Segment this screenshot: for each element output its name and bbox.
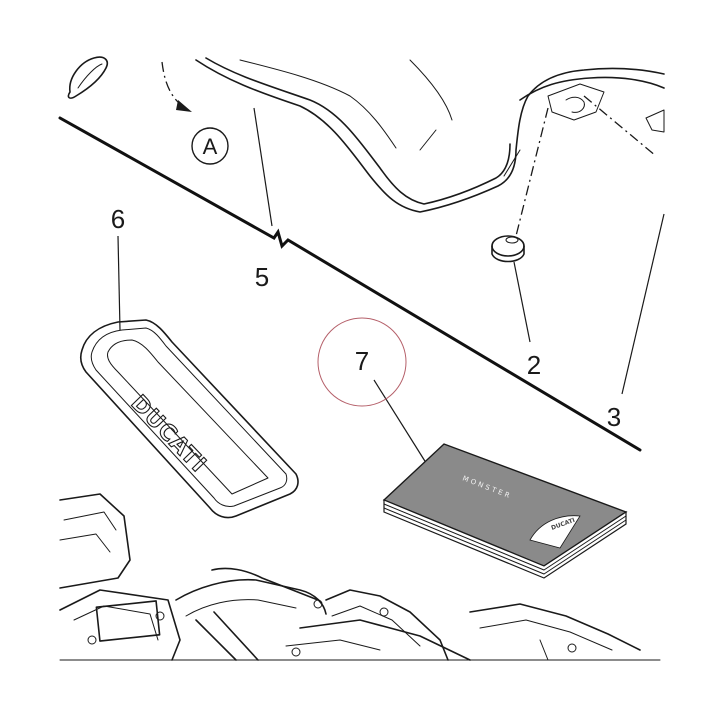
- owners-manual: MONSTER DUCATI: [382, 443, 628, 579]
- callout-3: 3: [607, 402, 621, 432]
- arrow-head-icon: [176, 100, 192, 112]
- callout-7: 7: [355, 346, 369, 376]
- clip-detail: [67, 56, 109, 99]
- view-a-arrow: [161, 61, 192, 112]
- axis-line-bolt: [583, 95, 657, 157]
- seat-cover: DUCATI: [80, 319, 299, 519]
- ducati-shield-logo: [529, 515, 581, 549]
- callout-2: 2: [527, 350, 541, 380]
- view-a-label: A: [203, 134, 218, 159]
- frame-assembly: [59, 493, 661, 661]
- leader-lines: [117, 107, 665, 467]
- rubber-grommet: [491, 235, 525, 263]
- callout-5: 5: [255, 262, 269, 292]
- callout-7-highlight-circle: [317, 317, 407, 407]
- axis-line-grommet: [515, 107, 549, 237]
- view-a-marker: [191, 127, 229, 165]
- callout-6: 6: [111, 204, 125, 234]
- seat-tail-section: [195, 57, 665, 213]
- section-divider: [58, 116, 642, 452]
